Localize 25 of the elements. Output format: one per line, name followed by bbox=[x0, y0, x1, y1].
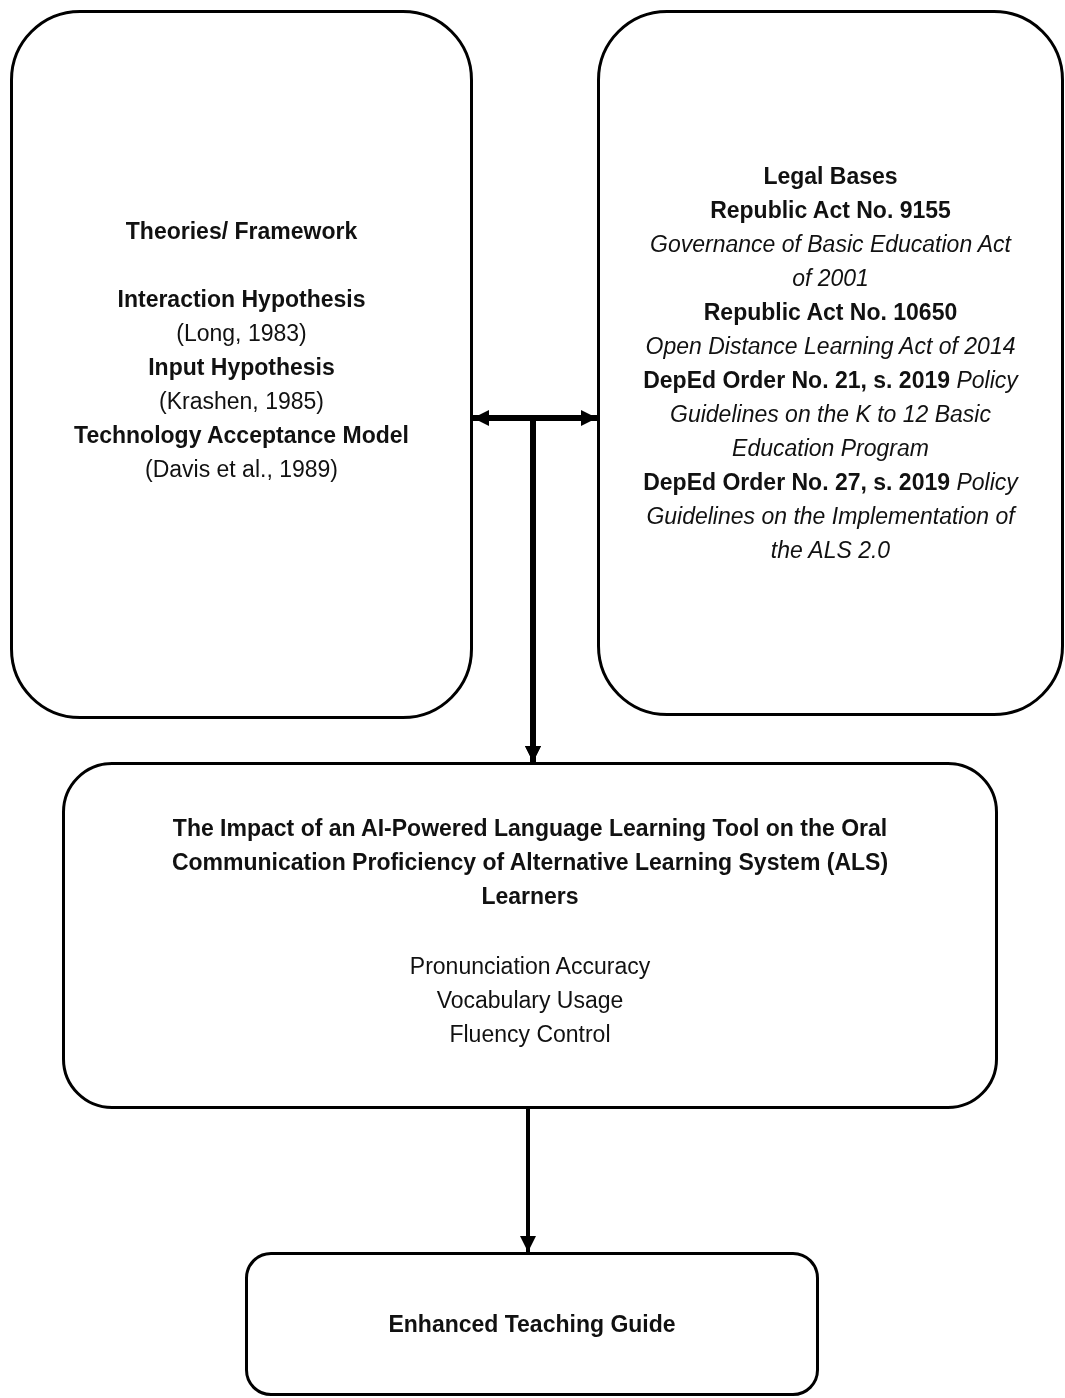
heading-text: The Impact of an AI-Powered Language Learning Tool on the Oral Communication Proficiency of Alternative Learning System (ALS) Learners bbox=[170, 813, 890, 911]
body-text: Vocabulary Usage bbox=[436, 985, 624, 1015]
body-text: DepEd Order No. 27, s. 2019 Policy Guidelines on the Implementation of the ALS 2.0 bbox=[642, 468, 1020, 565]
body-text: Input Hypothesis bbox=[148, 352, 335, 382]
output-box bbox=[245, 1252, 819, 1396]
body-text: Republic Act No. 9155 bbox=[710, 196, 951, 225]
body-text: (Davis et al., 1989) bbox=[145, 454, 338, 484]
arrow bbox=[525, 415, 597, 762]
theory-box bbox=[10, 10, 473, 719]
study-box bbox=[62, 762, 998, 1109]
legal-bases-box bbox=[597, 10, 1064, 716]
body-text: Governance of Basic Education Act of 2001 bbox=[649, 230, 1013, 293]
body-text: DepEd Order No. 21, s. 2019 Policy Guidelines on the K to 12 Basic Education Program bbox=[642, 366, 1020, 463]
arrow bbox=[520, 1109, 536, 1252]
body-text: (Long, 1983) bbox=[176, 318, 307, 348]
heading-text: Theories/ Framework bbox=[125, 216, 358, 246]
body-text: Technology Acceptance Model bbox=[74, 420, 409, 450]
body-text: (Krashen, 1985) bbox=[159, 386, 324, 416]
body-text: Pronunciation Accuracy bbox=[409, 951, 651, 981]
body-text: Open Distance Learning Act of 2014 bbox=[645, 332, 1016, 361]
body-text: Interaction Hypothesis bbox=[117, 284, 366, 314]
body-text: Fluency Control bbox=[449, 1019, 611, 1049]
heading-text: Enhanced Teaching Guide bbox=[388, 1310, 676, 1339]
body-text: Republic Act No. 10650 bbox=[703, 298, 958, 327]
heading-text: Legal Bases bbox=[763, 162, 898, 191]
